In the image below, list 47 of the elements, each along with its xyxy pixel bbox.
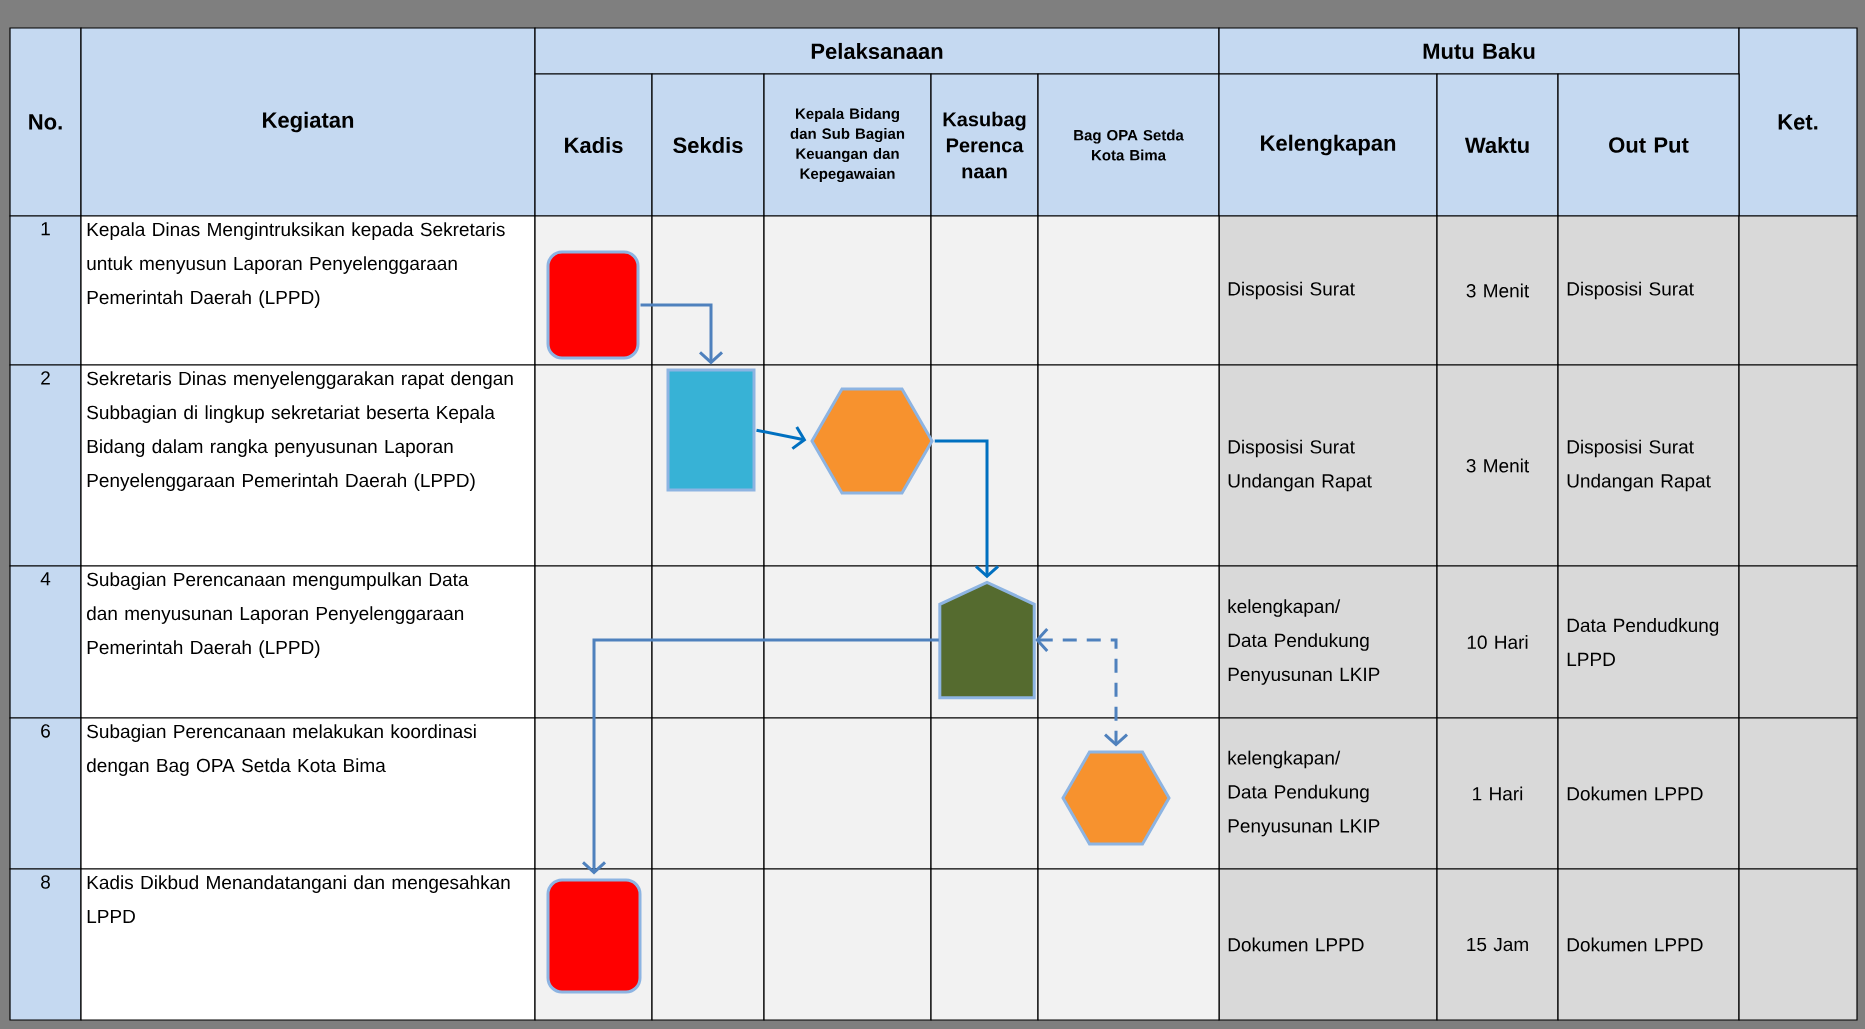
table-cell: 2 (9, 364, 82, 567)
table-cell: Disposisi Surat (1218, 215, 1438, 366)
table-cell: Kepala Dinas Mengintruksikan kepada Sekretaris untuk menyusun Laporan Penyelenggaraan Pemerintah Daerah (LPPD) (80, 215, 536, 366)
table-cell: 3 Menit (1436, 215, 1559, 366)
table-cell: Dokumen LPPD (1218, 868, 1438, 1021)
table-cell: kelengkapan/ Data Pendukung Penyusunan LKIP (1218, 565, 1438, 719)
table-cell: 10 Hari (1436, 565, 1559, 719)
arrow (640, 303, 723, 365)
header-cell: Kelengkapan (1218, 73, 1438, 217)
header-cell: Mutu Baku (1218, 27, 1740, 75)
arrow (934, 439, 999, 579)
hexagon-shape (1061, 750, 1171, 846)
header-cell: No. (9, 27, 82, 217)
header-cell: Out Put (1557, 73, 1740, 217)
table-cell: 15 Jam (1436, 868, 1559, 1021)
table-cell: Data Pendudkung LPPD (1557, 565, 1740, 719)
table-cell: Sekretaris Dinas menyelenggarakan rapat dengan Subbagian di lingkup sekretariat beserta Kepala Bidang dalam rangka penyusunan Laporan Penyelenggaraan Pemerintah Daerah (LPPD) (80, 364, 536, 567)
header-cell: Kepala Bidang dan Sub Bagian Keuangan dan Kepegawaian (763, 73, 932, 217)
header-cell: Ket. (1738, 27, 1858, 217)
table-cell: Kadis Dikbud Menandatangani dan mengesahkan LPPD (80, 868, 536, 1021)
rounded-square (546, 878, 642, 994)
header-cell: Bag OPA Setda Kota Bima (1037, 73, 1220, 217)
table-cell: 3 Menit (1436, 364, 1559, 567)
table-cell: Subagian Perencanaan melakukan koordinasi dengan Bag OPA Setda Kota Bima (80, 717, 536, 870)
arrow (1035, 628, 1129, 747)
table-cell: kelengkapan/ Data Pendukung Penyusunan LKIP (1218, 717, 1438, 870)
header-cell: Waktu (1436, 73, 1559, 217)
table-cell: 4 (9, 565, 82, 719)
header-cell: Kadis (534, 73, 653, 217)
rectangle-shape (666, 368, 756, 492)
pentagon-shape (938, 580, 1036, 700)
arrow (756, 426, 807, 450)
arrow (582, 638, 939, 875)
table-cell: Subagian Perencanaan mengumpulkan Data dan menyusunan Laporan Penyelenggaraan Pemerintah Daerah (LPPD) (80, 565, 536, 719)
table-cell: Dokumen LPPD (1557, 868, 1740, 1021)
table-cell: 6 (9, 717, 82, 870)
hexagon-shape (810, 387, 934, 495)
table-cell: Dokumen LPPD (1557, 717, 1740, 870)
header-cell: Sekdis (651, 73, 765, 217)
table-cell: 1 Hari (1436, 717, 1559, 870)
rounded-square (546, 250, 640, 360)
table-cell: 1 (9, 215, 82, 366)
header-cell: Kasubag Perenca naan (930, 73, 1039, 217)
table-cell: Disposisi Surat Undangan Rapat (1218, 364, 1438, 567)
table-cell: Disposisi Surat (1557, 215, 1740, 366)
table-cell: Disposisi Surat Undangan Rapat (1557, 364, 1740, 567)
table-cell: 8 (9, 868, 82, 1021)
